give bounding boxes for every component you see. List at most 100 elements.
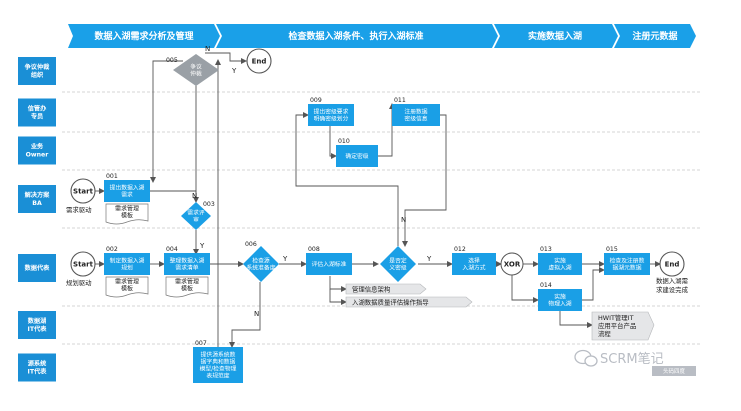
end-completion: End bbox=[659, 251, 685, 277]
ref-hwit-line-3: 流程 bbox=[598, 329, 611, 338]
swimlane-7-label-line-2: IT代表 bbox=[28, 368, 48, 376]
swimlane-4-label-line-2: BA bbox=[32, 200, 42, 207]
start-demand: Start bbox=[70, 178, 96, 204]
swimlane-3-label-line-2: Owner bbox=[26, 152, 50, 159]
step-003-number: 003 bbox=[203, 201, 215, 208]
step-007-box bbox=[193, 347, 243, 383]
step-012-text-line-2: 入湖方式 bbox=[462, 264, 485, 272]
flag-n-006: N bbox=[254, 310, 259, 318]
phase-2-label: 检查数据入湖条件、执行入湖标准 bbox=[288, 30, 423, 42]
doc-demand-template-1-text-line-1: 需求管理 bbox=[115, 205, 139, 213]
step-015-box bbox=[604, 253, 650, 275]
end-arbitration-circle bbox=[246, 48, 272, 74]
end-arbitration-label: End bbox=[252, 58, 267, 66]
branch-flags: N Y N Y Y N N Y bbox=[192, 45, 432, 318]
doc-demand-template-2-text-line-1: 需求管理 bbox=[115, 278, 139, 286]
flag-y-decision: Y bbox=[426, 255, 432, 263]
step-008-number: 008 bbox=[308, 246, 320, 253]
step-001-text-line-2: 需求 bbox=[121, 191, 133, 199]
phase-3-label: 实施数据入湖 bbox=[528, 30, 582, 42]
step-007-text-line-3: 模型/检查物理 bbox=[200, 365, 237, 373]
flow-nodes: 提出数据入湖需求001制定数据入湖规划002需求评审003整理数据入湖需求清单0… bbox=[70, 48, 685, 383]
step-001-number: 001 bbox=[106, 173, 118, 180]
step-009-box bbox=[308, 104, 354, 126]
swimlane-labels: 争议仲裁组织信管办专员业务Owner解决方案BA数据代表数据湖IT代表源系统IT… bbox=[18, 57, 56, 382]
swimlane-4-label-line-1: 解决方案 bbox=[24, 191, 51, 199]
step-012-box bbox=[452, 253, 496, 275]
driver-demand: 需求驱动 bbox=[66, 205, 92, 214]
step-012-number: 012 bbox=[454, 246, 466, 253]
step-015-text-line-1: 检查及注册数 bbox=[610, 257, 645, 265]
step-013-number: 013 bbox=[540, 246, 552, 253]
step-005-number: 005 bbox=[166, 57, 178, 64]
swimlane-3-box bbox=[18, 136, 56, 165]
step-004-box bbox=[164, 253, 210, 275]
step-013-box bbox=[538, 253, 582, 275]
start-plan: Start bbox=[70, 251, 96, 277]
step-006-number: 006 bbox=[245, 241, 257, 248]
step-003-text-line-1: 需求评 bbox=[187, 209, 205, 217]
doc-demand-template-3-text-line-1: 需求管理 bbox=[175, 278, 199, 286]
swimlane-5-label-line-1: 数据代表 bbox=[25, 264, 51, 272]
driver-plan: 规划驱动 bbox=[66, 278, 92, 287]
end-completion-circle bbox=[659, 251, 685, 277]
step-010-number: 010 bbox=[338, 138, 350, 145]
phase-3-banner bbox=[494, 24, 618, 48]
ref-hwit-line-2: 应用平台产品 bbox=[598, 321, 636, 330]
step-013-text-line-2: 虚拟入湖 bbox=[548, 264, 571, 272]
step-002-number: 002 bbox=[106, 246, 118, 253]
step-011-text-line-2: 密级信息 bbox=[404, 115, 427, 123]
watermark-text: SCRM笔记 bbox=[600, 351, 664, 367]
ref-quality-guide-label: 入湖数据质量评估操作指导 bbox=[352, 298, 429, 307]
start-plan-circle bbox=[70, 251, 96, 277]
step-007-text-line-2: 据字典和数据 bbox=[201, 358, 236, 366]
swimlane-7-label-line-1: 源系统 bbox=[28, 360, 47, 368]
step-002-box bbox=[104, 253, 150, 275]
step-005-diamond bbox=[173, 54, 219, 86]
ref-mgmt-info-architecture bbox=[345, 283, 427, 295]
step-007-text-line-1: 提供源系统数 bbox=[201, 351, 236, 359]
swimlane-1-label-line-1: 争议仲裁 bbox=[25, 63, 51, 71]
doc-demand-template-3-shape bbox=[165, 276, 209, 298]
flag-n-005: N bbox=[205, 45, 210, 53]
flag-y-006: Y bbox=[282, 255, 288, 263]
xor-gateway-circle bbox=[500, 252, 524, 276]
swimlane-6-box bbox=[18, 311, 56, 339]
step-008-box bbox=[306, 253, 352, 275]
step-014-box bbox=[538, 289, 582, 311]
step-011-text-line-1: 注册数据 bbox=[404, 108, 427, 116]
ref-hwit-platform bbox=[591, 311, 655, 341]
phase-1-label: 数据入湖需求分析及管理 bbox=[94, 30, 193, 42]
step-003-text-line-2: 审 bbox=[193, 216, 199, 224]
swimlane-2-label-line-2: 专员 bbox=[31, 113, 43, 121]
phase-header: 数据入湖需求分析及管理 检查数据入湖条件、执行入湖标准 实施数据入湖 注册元数据 bbox=[68, 24, 696, 48]
step-006-text-line-1: 检查源 bbox=[252, 257, 270, 265]
swimlane-1-label-line-2: 组织 bbox=[31, 71, 43, 79]
lane-dividers bbox=[62, 91, 700, 345]
step-dec-text-line-1: 是否定 bbox=[389, 257, 407, 265]
ref-quality-guide bbox=[345, 296, 473, 308]
flag-n-003: N bbox=[192, 192, 197, 200]
flag-n-decision: N bbox=[401, 216, 406, 224]
step-007-text-line-4: 表规范度 bbox=[206, 372, 229, 380]
step-009-text-line-1: 提出密级要求 bbox=[314, 108, 349, 116]
step-004-text-line-2: 需求清单 bbox=[175, 264, 198, 272]
step-010-text-line-1: 确定密级 bbox=[345, 152, 368, 160]
step-011-box bbox=[392, 104, 440, 126]
completion-line-2: 求建设完成 bbox=[656, 285, 689, 294]
doc-demand-template-3-text-line-2: 模板 bbox=[181, 285, 193, 293]
swimlane-6-label-line-1: 数据湖 bbox=[28, 317, 47, 325]
end-arbitration: End bbox=[246, 48, 272, 74]
